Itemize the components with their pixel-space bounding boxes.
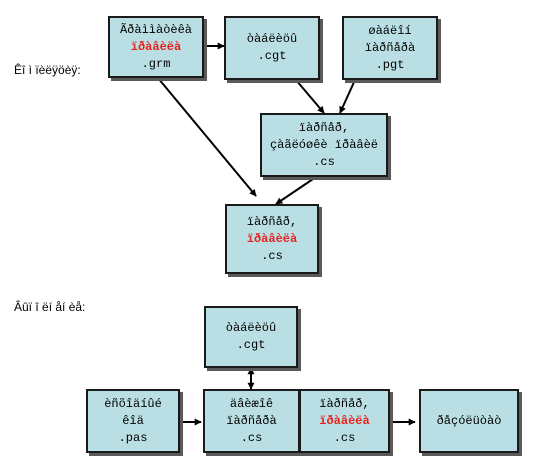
runtime-tables-cgt-ext: .cgt bbox=[236, 338, 266, 352]
grammar-file-name: Ãðàììàòèêà bbox=[119, 22, 192, 37]
runtime-parser-rules-title: ïàðñåð, bbox=[319, 396, 370, 411]
parser-callbacks-stubs: çàãëóøêè ïðàâèë bbox=[269, 137, 379, 152]
grammar-file-rules: ïðàâèëà bbox=[130, 39, 182, 54]
runtime-parser-rules-box: ïàðñåð, ïðàâèëà .cs bbox=[299, 389, 390, 453]
template-pgt-name: øàáëîí bbox=[368, 23, 412, 38]
result-box: ðåçóëüòàò bbox=[419, 389, 519, 453]
grammar-file-box: Ãðàììàòèêà ïðàâèëà .grm bbox=[108, 16, 204, 78]
arrow-tables-to-parser-callbacks bbox=[295, 79, 325, 114]
parser-rules-ext: .cs bbox=[261, 248, 283, 263]
parser-rules-rules: ïðàâèëà bbox=[246, 231, 298, 246]
parser-rules-title: ïàðñåð, bbox=[246, 214, 298, 229]
arrow-grammar-to-parser-rules bbox=[157, 77, 257, 197]
parser-engine-box: äâèæîê ïàðñåðà .cs bbox=[203, 389, 300, 453]
tables-cgt-ext: .cgt bbox=[257, 49, 287, 63]
tables-cgt-name: òàáëèöû bbox=[246, 32, 298, 46]
template-pgt-parser: ïàðñåðà bbox=[364, 40, 416, 55]
parser-engine-ext: .cs bbox=[240, 430, 263, 445]
source-pas-code: êîä bbox=[122, 413, 144, 428]
source-pas-name: èñõîäíûé bbox=[104, 396, 162, 411]
tables-cgt-box: òàáëèöû .cgt bbox=[224, 16, 320, 80]
runtime-parser-rules-rules: ïðàâèëà bbox=[319, 413, 370, 428]
arrow-callbacks-to-parser-rules bbox=[275, 176, 317, 205]
runtime-section-label: Âûï î ëí åí èå: bbox=[14, 300, 86, 314]
parser-engine-name: äâèæîê bbox=[229, 396, 274, 411]
arrow-template-to-parser-callbacks bbox=[339, 79, 356, 114]
runtime-tables-cgt-box: òàáëèöû .cgt bbox=[204, 306, 298, 368]
compile-section-label: Êî ì ïèëÿöèÿ: bbox=[14, 63, 81, 77]
source-pas-box: èñõîäíûé êîä .pas bbox=[86, 389, 180, 453]
parser-rules-box: ïàðñåð, ïðàâèëà .cs bbox=[225, 204, 319, 274]
source-pas-ext: .pas bbox=[118, 430, 148, 445]
result-label: ðåçóëüòàò bbox=[436, 413, 502, 428]
template-pgt-box: øàáëîí ïàðñåðà .pgt bbox=[342, 16, 438, 80]
template-pgt-ext: .pgt bbox=[375, 57, 405, 72]
parser-callbacks-box: ïàðñåð, çàãëóøêè ïðàâèë .cs bbox=[260, 113, 388, 177]
parser-engine-parser: ïàðñåðà bbox=[226, 413, 277, 428]
parser-callbacks-title: ïàðñåð, bbox=[298, 120, 350, 135]
runtime-parser-rules-ext: .cs bbox=[333, 430, 356, 445]
runtime-tables-cgt-name: òàáëèöû bbox=[225, 321, 277, 335]
parser-callbacks-ext: .cs bbox=[313, 154, 335, 169]
grammar-file-ext: .grm bbox=[141, 56, 171, 71]
